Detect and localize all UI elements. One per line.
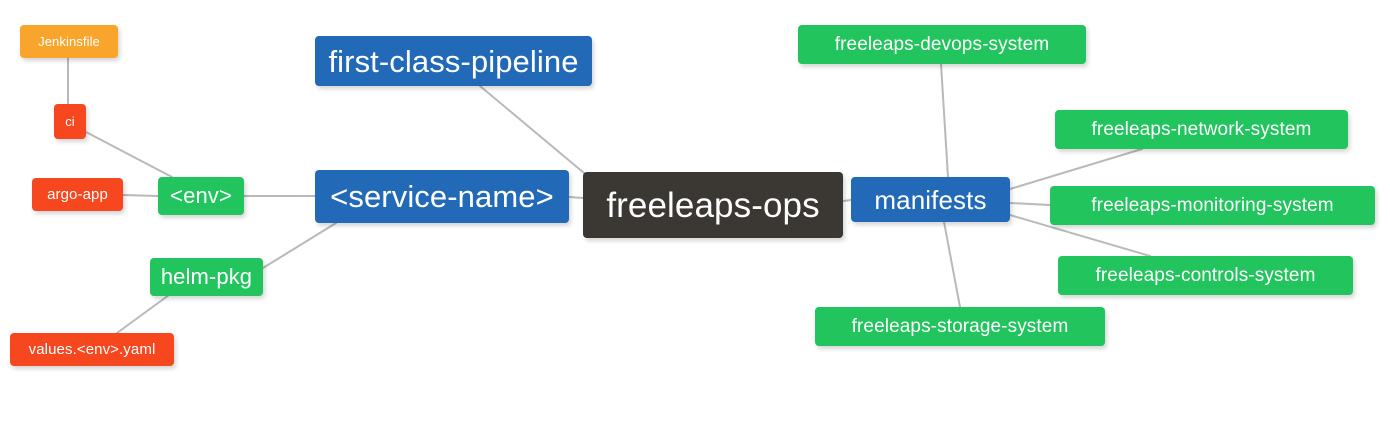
node-label-freeleaps-controls-system: freeleaps-controls-system bbox=[1095, 265, 1316, 286]
mindmap-node-first-class-pipeline[interactable]: first-class-pipeline bbox=[315, 36, 592, 86]
edge-freeleaps-ops-to-service-name bbox=[568, 196, 584, 199]
mindmap-node-freeleaps-devops-system[interactable]: freeleaps-devops-system bbox=[798, 25, 1086, 64]
mindmap-node-helm-pkg[interactable]: helm-pkg bbox=[150, 258, 263, 296]
mindmap-node-values-env-yaml[interactable]: values.<env>.yaml bbox=[10, 333, 174, 366]
node-label-manifests: manifests bbox=[874, 184, 987, 215]
node-label-freeleaps-ops: freeleaps-ops bbox=[606, 185, 820, 225]
node-label-service-name: <service-name> bbox=[330, 179, 554, 214]
edge-manifests-to-freeleaps-network-system bbox=[1009, 148, 1143, 190]
edge-service-name-to-helm-pkg bbox=[262, 222, 337, 269]
node-label-freeleaps-storage-system: freeleaps-storage-system bbox=[851, 316, 1069, 337]
edge-manifests-to-freeleaps-monitoring-system bbox=[1009, 202, 1051, 206]
mindmap-node-freeleaps-monitoring-system[interactable]: freeleaps-monitoring-system bbox=[1050, 186, 1375, 225]
node-label-freeleaps-monitoring-system: freeleaps-monitoring-system bbox=[1091, 195, 1334, 216]
edge-manifests-to-freeleaps-storage-system bbox=[943, 221, 961, 308]
node-label-first-class-pipeline: first-class-pipeline bbox=[328, 43, 579, 79]
edge-helm-pkg-to-values-env-yaml bbox=[116, 294, 170, 334]
edge-freeleaps-ops-to-first-class-pipeline bbox=[479, 85, 591, 179]
node-label-helm-pkg: helm-pkg bbox=[160, 264, 253, 289]
node-label-freeleaps-network-system: freeleaps-network-system bbox=[1091, 119, 1312, 140]
node-label-ci: ci bbox=[65, 114, 75, 129]
mindmap-node-jenkinsfile[interactable]: Jenkinsfile bbox=[20, 25, 118, 58]
edge-env-to-ci bbox=[85, 131, 173, 178]
edge-manifests-to-freeleaps-devops-system bbox=[940, 63, 949, 178]
mindmap-node-freeleaps-controls-system[interactable]: freeleaps-controls-system bbox=[1058, 256, 1353, 295]
node-label-values-env-yaml: values.<env>.yaml bbox=[28, 341, 156, 358]
mindmap-node-service-name[interactable]: <service-name> bbox=[315, 170, 569, 223]
mindmap-node-freeleaps-network-system[interactable]: freeleaps-network-system bbox=[1055, 110, 1348, 149]
mindmap-node-argo-app[interactable]: argo-app bbox=[32, 178, 123, 211]
mindmap-node-ci[interactable]: ci bbox=[54, 104, 86, 139]
node-label-freeleaps-devops-system: freeleaps-devops-system bbox=[834, 34, 1050, 55]
mindmap-node-freeleaps-storage-system[interactable]: freeleaps-storage-system bbox=[815, 307, 1105, 346]
edge-env-to-argo-app bbox=[122, 194, 159, 197]
mindmap-node-freeleaps-ops[interactable]: freeleaps-ops bbox=[583, 172, 843, 238]
mindmap-node-env[interactable]: <env> bbox=[158, 177, 244, 215]
mindmap-node-manifests[interactable]: manifests bbox=[851, 177, 1010, 222]
node-label-jenkinsfile: Jenkinsfile bbox=[38, 34, 100, 49]
edge-freeleaps-ops-to-manifests bbox=[842, 199, 852, 202]
node-label-argo-app: argo-app bbox=[47, 186, 108, 203]
node-label-env: <env> bbox=[170, 183, 232, 208]
